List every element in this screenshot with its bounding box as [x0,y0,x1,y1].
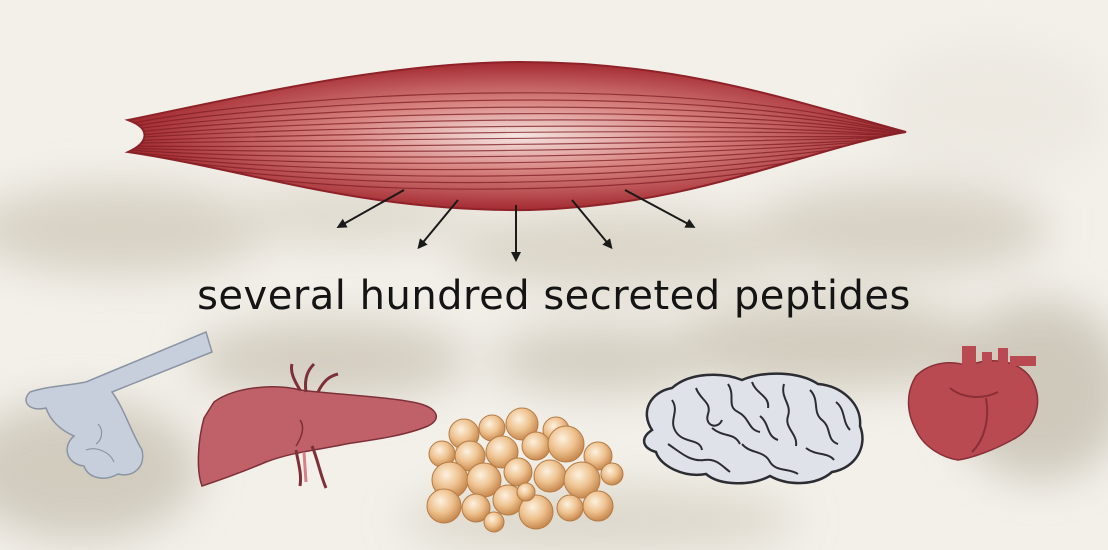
secreted-peptides-caption: several hundred secreted peptides [0,268,1108,324]
brain-icon [644,374,862,484]
